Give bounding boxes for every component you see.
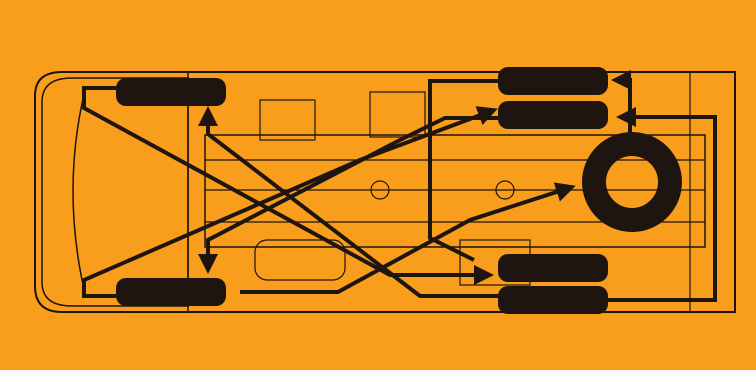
tire-rear-left-inner xyxy=(498,101,608,129)
tire-rear-right-outer xyxy=(498,286,608,314)
tire-front-right xyxy=(116,278,226,306)
tire-rear-right-inner xyxy=(498,254,608,282)
tire-rear-left-outer xyxy=(498,67,608,95)
tire-front-left xyxy=(116,78,226,106)
